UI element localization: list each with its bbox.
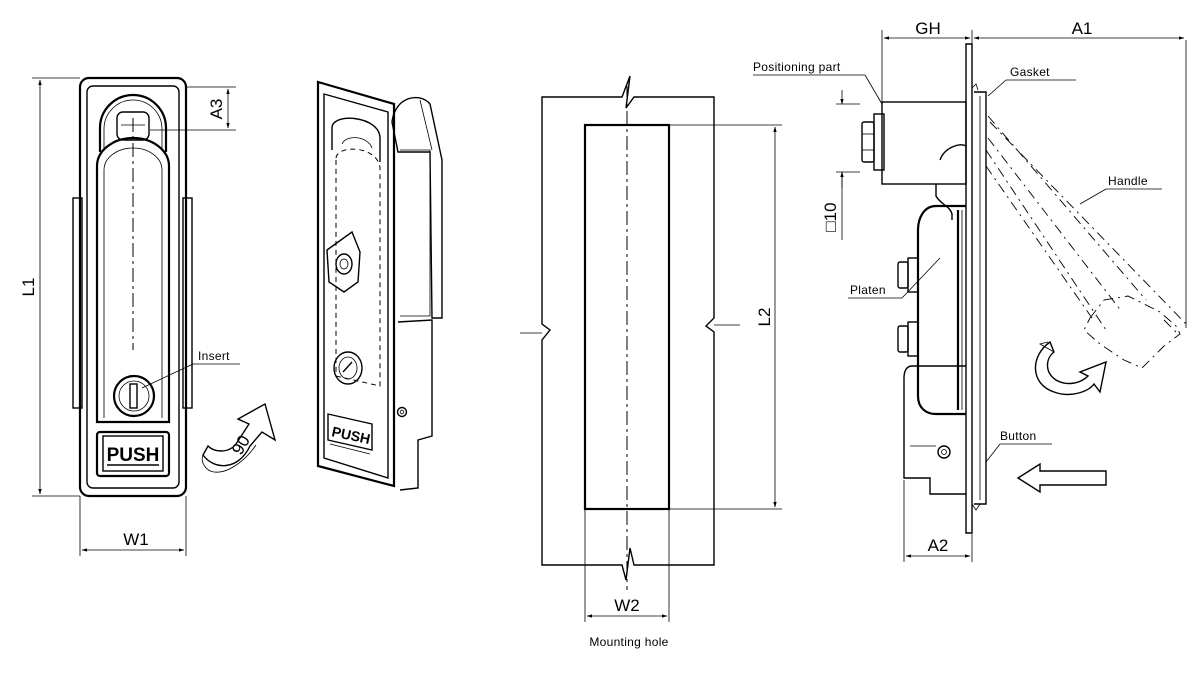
side-top-nut — [861, 121, 875, 163]
rotation-arrow-icon — [201, 402, 277, 473]
iso-bezel-outer — [316, 80, 396, 488]
button-callout-label: Button — [1000, 429, 1037, 443]
iso-cup — [331, 117, 381, 162]
a3-dimension-label: A3 — [207, 99, 226, 120]
open-rotation-arrow-icon — [1034, 340, 1107, 396]
mounting-hole-view: L2 W2 Mounting hole — [520, 75, 782, 649]
side-lock-screw — [937, 445, 951, 459]
front-key-slot — [129, 383, 138, 409]
positioning-block — [881, 101, 967, 185]
side-callouts: Positioning part Gasket Handle Platen Bu… — [753, 60, 1162, 463]
rotation-angle-label: 90 — [228, 432, 254, 458]
side-platen — [916, 204, 966, 416]
iso-bezel-inner — [323, 93, 389, 479]
side-view: □10 GH A1 A2 — [821, 19, 1189, 562]
front-push-label: PUSH — [107, 445, 160, 466]
front-push-button — [95, 430, 171, 478]
front-top-lug — [116, 111, 150, 141]
iso-handle-body — [391, 96, 443, 319]
gh-dimension-label: GH — [915, 19, 941, 38]
l2-dimension-label: L2 — [755, 308, 774, 327]
l1-dimension-label: L1 — [19, 278, 38, 297]
iso-push-button — [327, 413, 373, 451]
platen-bolt-lower — [897, 325, 909, 353]
handle-callout-label: Handle — [1108, 174, 1148, 188]
iso-screw — [396, 406, 408, 418]
w2-dimension-label: W2 — [614, 596, 640, 615]
mounting-hole-caption: Mounting hole — [589, 635, 668, 649]
front-bezel-outer — [78, 76, 188, 498]
front-side-flange-right — [182, 197, 193, 409]
front-bezel-inner — [86, 85, 180, 489]
iso-rear-housing — [397, 319, 433, 491]
platen-bolt-upper — [897, 261, 909, 289]
insert-callout-label: Insert — [198, 349, 230, 363]
front-cup-recess — [98, 93, 168, 152]
iso-view: PUSH — [316, 80, 443, 491]
side-lower-housing — [903, 365, 966, 495]
w1-dimension-label: W1 — [123, 530, 149, 549]
iso-handle-outline — [335, 148, 381, 387]
iso-push-label: PUSH — [330, 423, 371, 447]
a1-dimension-label: A1 — [1072, 19, 1093, 38]
push-direction-arrow-icon — [1016, 462, 1107, 494]
front-side-flange-left — [72, 197, 83, 409]
insert-leader — [141, 363, 194, 389]
front-view: PUSH Insert L1 W1 A3 90 — [19, 76, 277, 556]
positioning-part-callout-label: Positioning part — [753, 60, 841, 74]
panel-outline — [541, 75, 715, 581]
front-key-insert — [112, 374, 156, 418]
front-handle — [95, 136, 171, 424]
iso-pivot-lug — [326, 230, 361, 293]
sq10-dimension-label: □10 — [821, 202, 840, 231]
a2-dimension-label: A2 — [928, 536, 949, 555]
side-handle-open-ghost — [985, 115, 1189, 369]
gasket-callout-label: Gasket — [1010, 65, 1050, 79]
iso-key-insert — [333, 351, 363, 385]
platen-callout-label: Platen — [850, 283, 886, 297]
side-panel-plate — [965, 43, 973, 534]
